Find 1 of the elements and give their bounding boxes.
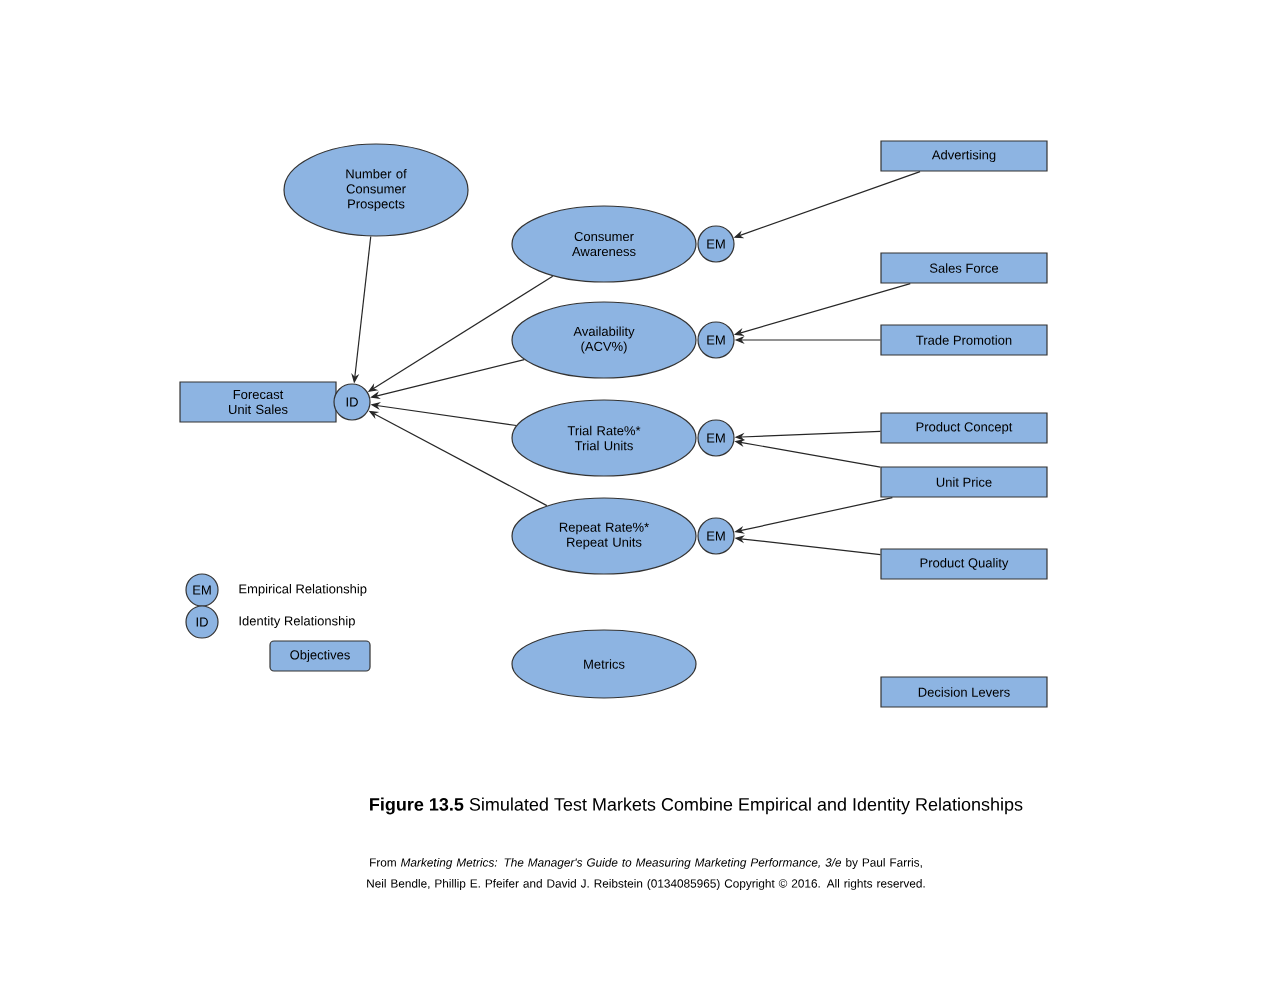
figure-caption: Figure 13.5 Simulated Test Markets Combine Empirical and Identity Relationships <box>370 797 1023 815</box>
